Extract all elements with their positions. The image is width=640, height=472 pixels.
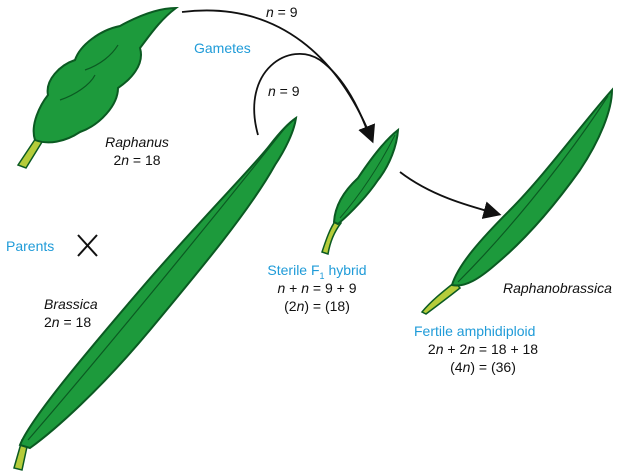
brassica-name: Brassica [44, 296, 98, 312]
raphanus-pod [16, 6, 180, 169]
gametes-label: Gametes [194, 40, 251, 56]
raphanobrassica-name: Raphanobrassica [503, 280, 612, 296]
brassica-pod [13, 115, 298, 471]
gamete-arrow-raphanus [181, 9, 376, 144]
raphanobrassica-pod [420, 87, 614, 315]
arrow-to-amphidiploid [399, 171, 502, 219]
parents-label: Parents [6, 238, 55, 254]
hybrid-pod [321, 127, 400, 255]
raphanus-name: Raphanus [105, 134, 169, 150]
amphidiploid-equation: 2n + 2n = 18 + 18 [427, 341, 539, 357]
amphidiploid-ploidy: (4n) = (36) [450, 359, 516, 375]
gamete-arrow-brassica [253, 53, 371, 139]
hybrid-equation: n + n = 9 + 9 [277, 280, 357, 296]
amphidiploid-title: Fertile amphidiploid [414, 323, 536, 339]
gamete-count-lower: n = 9 [268, 83, 300, 99]
raphanus-chromosomes: 2n = 18 [113, 152, 161, 168]
hybrid-title: Sterile F1 hybrid [267, 262, 367, 281]
brassica-chromosomes: 2n = 18 [44, 314, 92, 330]
cross-icon [77, 234, 98, 257]
gamete-count-top: n = 9 [266, 4, 298, 20]
hybrid-ploidy: (2n) = (18) [284, 298, 350, 314]
